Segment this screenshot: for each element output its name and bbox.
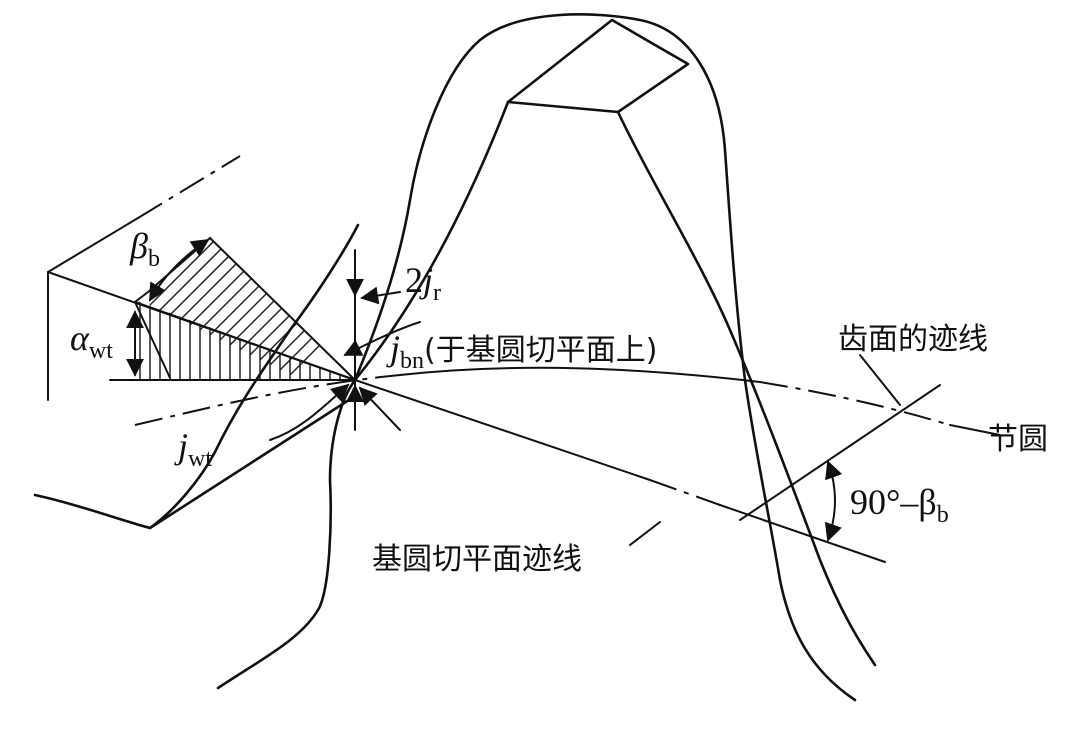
right-gear-tooth [216, 13, 877, 702]
base-tangent-trace-line [354, 379, 886, 563]
j-wt-label: jwt [178, 426, 213, 472]
beta-b-label: βb [130, 226, 160, 272]
two-jr-label: 2jr [405, 260, 442, 306]
pitch-circle-label: 节圆 [988, 422, 1048, 457]
alpha-wt-label: αwt [70, 318, 113, 364]
j-bn-label: jbn(于基圆切平面上) [390, 328, 658, 374]
tooth-trace-label: 齿面的迹线 [838, 322, 988, 357]
contact-point-lines [269, 249, 421, 441]
angle-90-beta-marker [824, 460, 843, 542]
angle-90-beta-label: 90°–βb [850, 482, 949, 528]
tooth-surface-trace-line [739, 354, 941, 521]
pitch-circle-line [134, 366, 1001, 436]
left-gear-tooth [33, 223, 360, 530]
tangent-plane-outline [47, 155, 356, 401]
base-tangent-trace-label: 基圆切平面迹线 [372, 542, 582, 577]
angle-markers [126, 239, 210, 377]
